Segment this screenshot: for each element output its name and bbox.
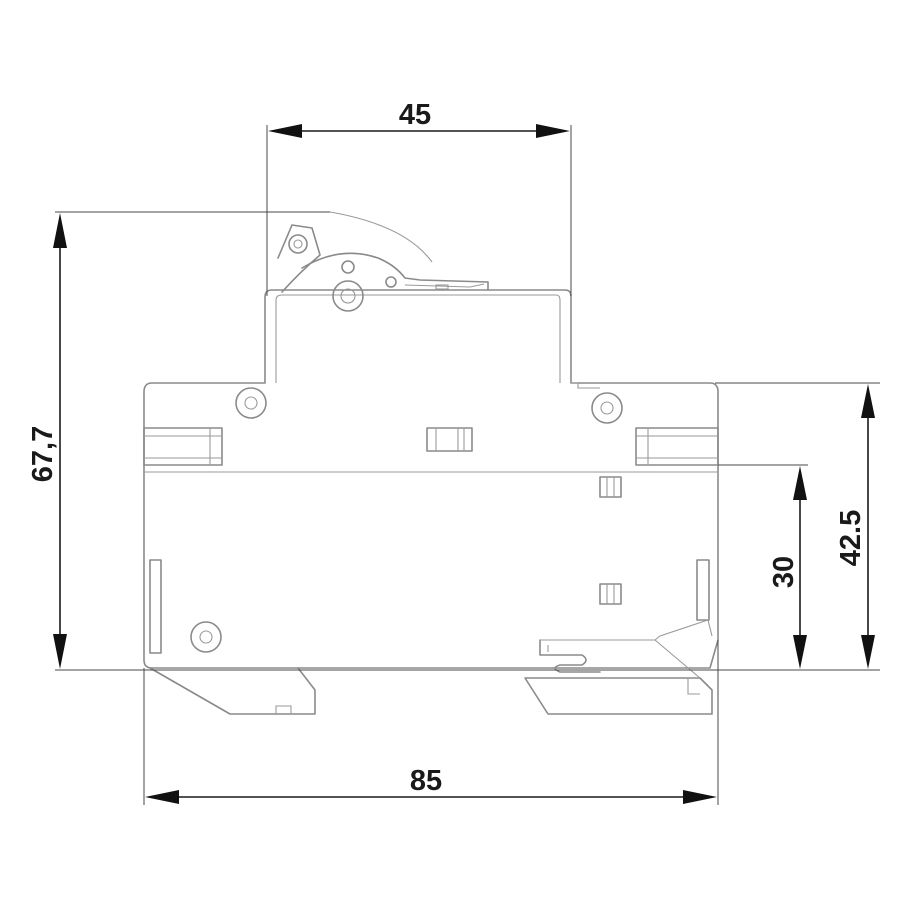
extension-lines bbox=[55, 125, 880, 805]
dimension-body-width: 85 bbox=[145, 765, 717, 804]
slot-upper bbox=[599, 476, 622, 498]
side-slot-left bbox=[149, 559, 162, 654]
slot-lower bbox=[599, 583, 622, 605]
lower-screw bbox=[190, 621, 222, 653]
device-body bbox=[143, 289, 719, 669]
dimension-rail-height: 30 bbox=[768, 466, 807, 669]
dimension-top-width: 45 bbox=[268, 99, 570, 138]
side-slot-right bbox=[696, 559, 710, 621]
rail-clip-left bbox=[149, 667, 316, 715]
terminal-screw-left bbox=[235, 387, 267, 419]
dimension-label-total-height: 67,7 bbox=[27, 426, 59, 482]
terminal-screw-right bbox=[591, 392, 623, 424]
side-terminal-right bbox=[635, 427, 719, 466]
dimension-label-body-width: 85 bbox=[410, 765, 442, 797]
dimension-label-body-height: 42.5 bbox=[835, 510, 867, 566]
dimension-total-height: 67,7 bbox=[27, 213, 67, 669]
dimension-label-rail-height: 30 bbox=[768, 556, 800, 588]
device-outline bbox=[143, 211, 719, 715]
indicator-window bbox=[426, 427, 473, 452]
toggle-handle bbox=[270, 211, 489, 312]
dimension-body-height: 42.5 bbox=[835, 384, 875, 669]
side-terminal-left bbox=[143, 427, 223, 466]
dimension-label-top-width: 45 bbox=[399, 99, 431, 131]
rail-clip-right bbox=[524, 677, 713, 715]
shoulder-notch bbox=[571, 382, 600, 389]
top-housing-inner bbox=[275, 294, 561, 383]
